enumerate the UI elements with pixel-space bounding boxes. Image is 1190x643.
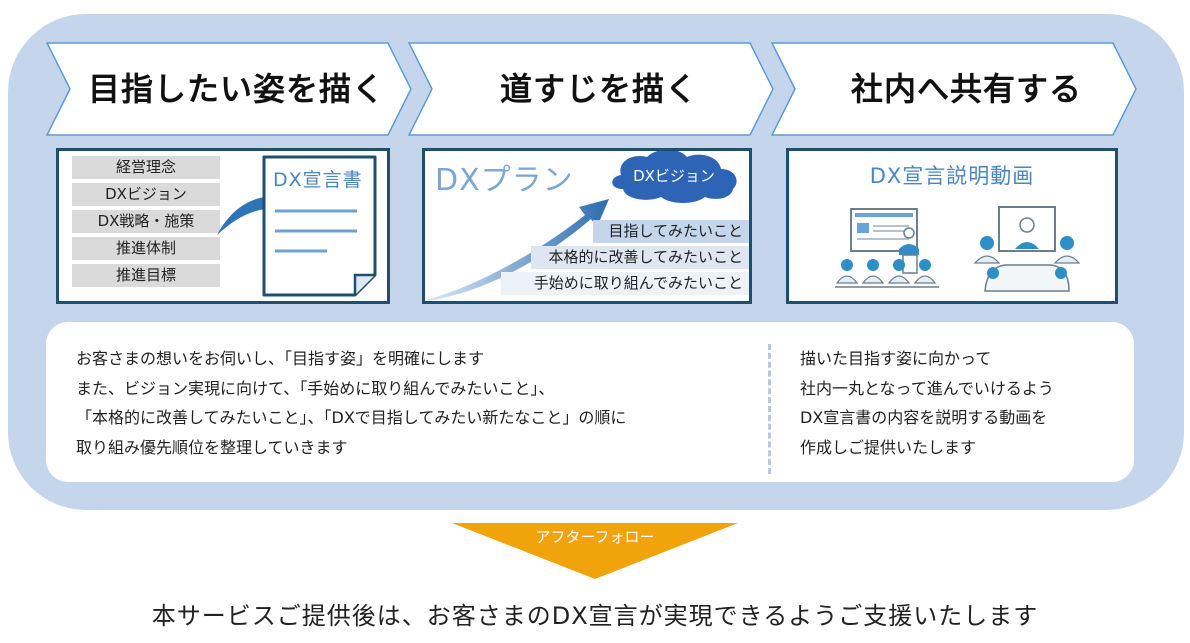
document-illustration: [217, 155, 377, 297]
video-picture: DX宣言説明動画: [786, 148, 1118, 304]
description-line: 社内一丸となって進んでいけるよう: [800, 378, 1054, 398]
description-right: 描いた目指す姿に向かって 社内一丸となって進んでいけるよう DX宣言書の内容を説…: [800, 344, 1054, 462]
description-line: 描いた目指す姿に向かって: [800, 349, 992, 368]
management-item: 推進目標: [72, 264, 220, 287]
follow-up-arrow-icon: [452, 523, 738, 579]
bottom-text: 本サービスご提供後は、お客さまのDX宣言が実現できるようご支援いたします: [151, 602, 1039, 630]
description-card: お客さまの想いをお伺いし、「目指す姿」を明確にします また、ビジョン実現に向けて…: [46, 322, 1134, 482]
plan-row: 本格的に改善してみたいこと: [531, 246, 749, 269]
step-2: 道すじを描く: [408, 42, 774, 136]
vision-cloud-icon: [612, 151, 737, 203]
plan-picture: DXプラン DXビジョン 目指してみたいこと 本格的に改善してみたいこと 手始め…: [422, 148, 752, 304]
plan-row: 手始めに取り組んでみたいこと: [501, 272, 749, 295]
description-line: 「本格的に改善してみたいこと」、「DXで目指してみたい新たなこと」の順に: [76, 408, 627, 427]
video-conference-icon: [973, 206, 1081, 292]
plan-row: 目指してみたいこと: [593, 220, 749, 243]
declaration-picture: 経営理念 DXビジョン DX戦略・施策 推進体制 推進目標 DX宣言書: [56, 148, 390, 304]
step-1: 目指したい姿を描く: [46, 42, 412, 136]
plan-illustration: [429, 151, 737, 301]
step-3: 社内へ共有する: [771, 42, 1137, 136]
management-item: 経営理念: [72, 156, 220, 179]
step-2-arrow-shape: [408, 42, 774, 136]
description-divider: [768, 344, 771, 474]
step-3-arrow-shape: [771, 42, 1137, 136]
management-items: 経営理念 DXビジョン DX戦略・施策 推進体制 推進目標: [72, 156, 220, 291]
description-line: また、ビジョン実現に向けて、「手始めに取り組んでみたいこと」、: [76, 378, 555, 398]
audience-icon: [835, 259, 939, 288]
vision-label: DXビジョン: [633, 167, 715, 185]
description-line: 作成しご提供いたします: [800, 437, 977, 457]
management-item: 推進体制: [72, 237, 220, 260]
management-item: DX戦略・施策: [72, 210, 220, 233]
step-1-arrow-shape: [46, 42, 412, 136]
growth-arrow-icon: [429, 199, 609, 301]
plan-title: DXプラン: [435, 163, 574, 198]
description-line: お客さまの想いをお伺いし、「目指す姿」を明確にします: [76, 349, 485, 368]
video-title: DX宣言説明動画: [869, 164, 1035, 188]
description-left: お客さまの想いをお伺いし、「目指す姿」を明確にします また、ビジョン実現に向けて…: [76, 344, 626, 462]
step-2-label: 道すじを描く: [500, 70, 699, 108]
step-3-label: 社内へ共有する: [851, 70, 1083, 108]
document-title: DX宣言書: [273, 169, 363, 191]
management-item: DXビジョン: [72, 183, 220, 206]
description-line: DX宣言書の内容を説明する動画を: [800, 408, 1048, 427]
follow-up-label: アフターフォロー: [535, 528, 655, 546]
video-illustration: [835, 206, 1081, 292]
step-1-label: 目指したい姿を描く: [88, 70, 386, 108]
description-line: 取り組み優先順位を整理していきます: [76, 437, 348, 457]
